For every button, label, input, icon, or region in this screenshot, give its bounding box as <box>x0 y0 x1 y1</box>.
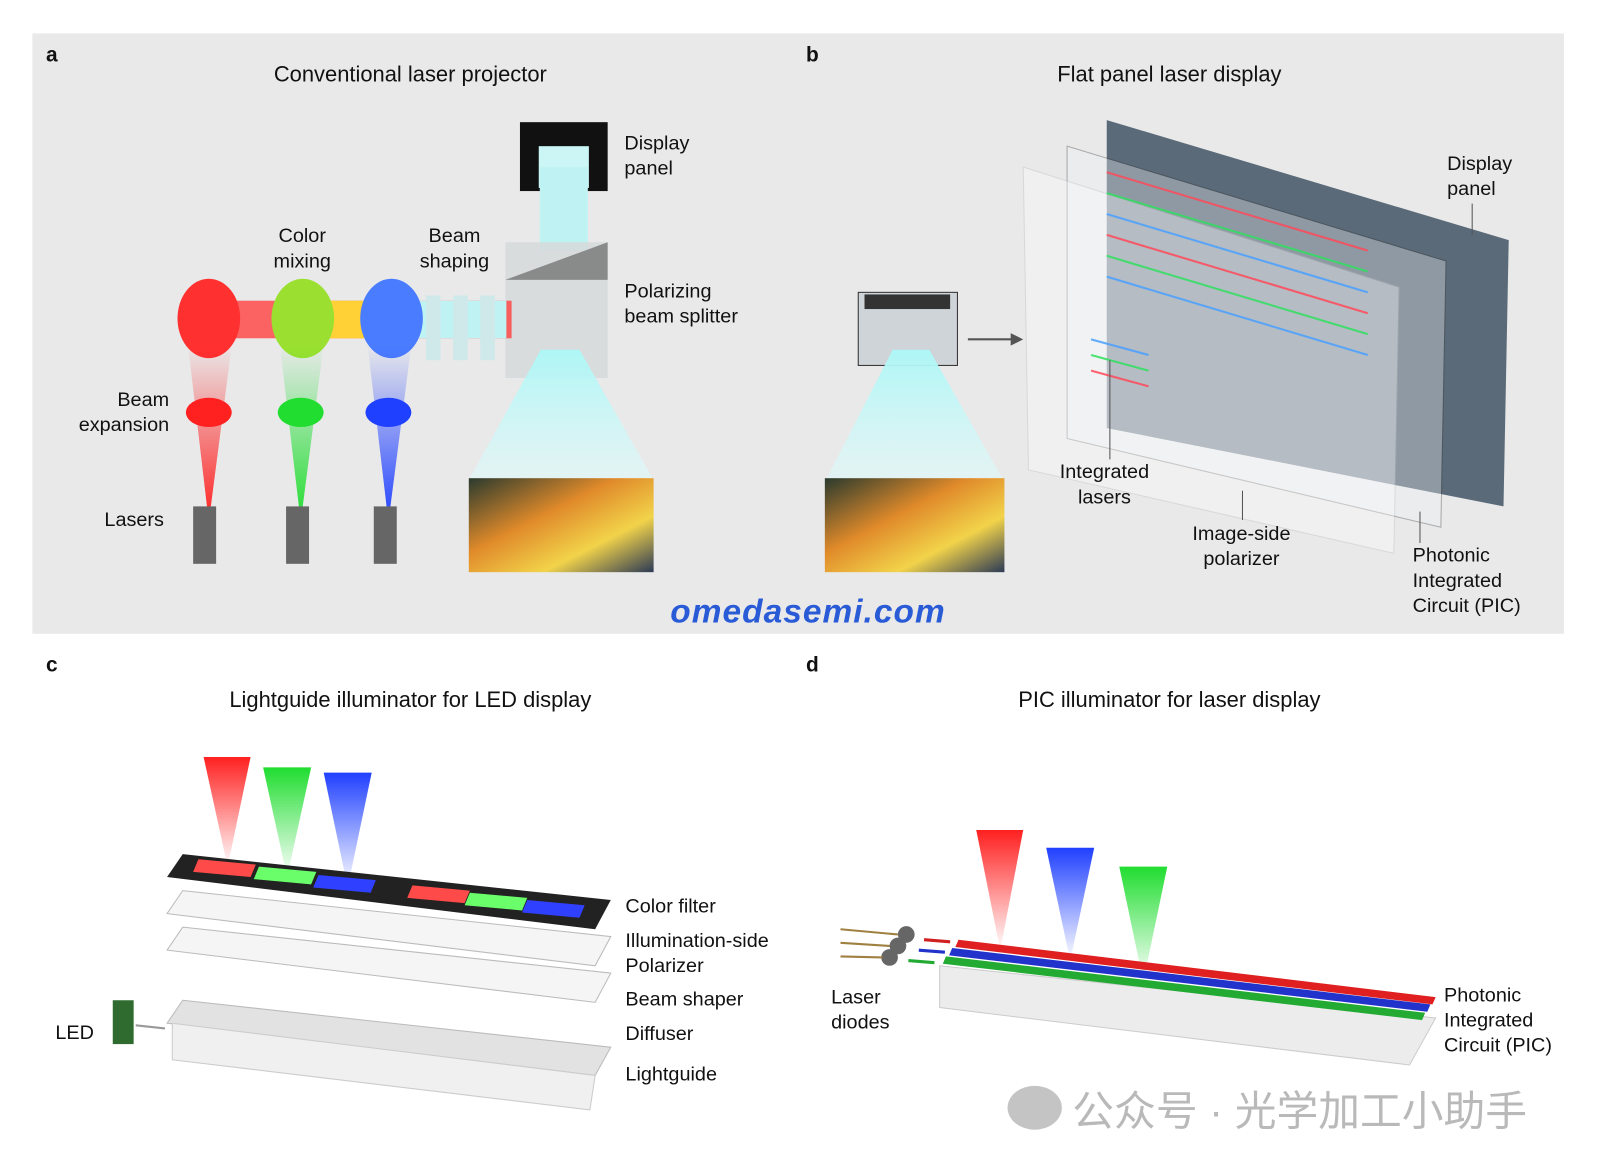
label-led: LED <box>55 1022 94 1045</box>
lightguide-diagram <box>112 756 612 1111</box>
watermark: omedasemi.com <box>670 592 946 630</box>
laser-green <box>286 506 310 564</box>
green-cone-d <box>1119 866 1168 982</box>
pic-illuminator-diagram <box>840 830 1437 1066</box>
wechat-icon <box>1007 1085 1062 1130</box>
blue-cone-d <box>1046 847 1095 961</box>
mirror-green <box>271 278 335 359</box>
label-display-panel-b: Display panel <box>1447 153 1513 201</box>
panel-a-title: Conventional laser projector <box>273 62 547 87</box>
polarizer-layer <box>1022 166 1400 555</box>
label-laser-diodes: Laser diodes <box>831 986 890 1034</box>
red-cone <box>203 756 251 867</box>
label-polarizing-beam-splitter: Polarizing beam splitter <box>624 280 738 328</box>
wechat-credit-text: 公众号 · 光学加工小助手 <box>1072 1088 1528 1135</box>
display-panel <box>1106 120 1509 507</box>
label-beam-expansion: Beam expansion <box>78 389 170 437</box>
blue-cone <box>323 772 372 888</box>
label-pic-b: Photonic Integrated Circuit (PIC) <box>1412 545 1521 618</box>
green-cone <box>263 767 312 878</box>
panel-c-title: Lightguide illuminator for LED display <box>229 688 592 713</box>
projected-image <box>468 478 654 573</box>
panel-d-title: PIC illuminator for laser display <box>1018 688 1321 713</box>
projected-image-b <box>824 478 1005 573</box>
blue-beam <box>367 344 412 523</box>
panel-label-a: a <box>45 43 58 67</box>
label-integrated-lasers: Integrated lasers <box>1059 461 1150 509</box>
beam-shaper-sheet <box>166 926 612 1003</box>
laser-projector-diagram <box>177 122 654 573</box>
laser-red <box>193 506 217 564</box>
polarizer-sheet <box>166 890 612 967</box>
blue-waveguide <box>949 948 1431 1012</box>
green-waveguide <box>942 956 1426 1021</box>
laser-blue <box>373 506 397 564</box>
label-lightguide: Lightguide <box>625 1063 717 1086</box>
label-beam-shaper: Beam shaper <box>625 988 744 1011</box>
pic-layer <box>1066 145 1447 528</box>
panel-b-title: Flat panel laser display <box>1057 62 1282 87</box>
led-chip <box>112 1000 134 1045</box>
label-beam-shaping: Beam shaping <box>419 225 490 273</box>
panel-label-c: c <box>45 653 58 677</box>
label-lasers: Lasers <box>104 509 164 532</box>
label-display-panel-a: Display panel <box>624 132 690 180</box>
projection-cone <box>469 349 653 479</box>
label-color-filter: Color filter <box>625 895 716 918</box>
red-waveguide <box>955 939 1436 1005</box>
flat-panel-diagram <box>824 120 1509 573</box>
panel-label-d: d <box>806 653 819 677</box>
lightguide <box>171 1022 596 1111</box>
label-color-mixing: Color mixing <box>273 225 331 273</box>
green-beam <box>279 344 324 523</box>
laser-diodes-graphic <box>840 926 951 966</box>
red-beam <box>187 344 232 523</box>
red-cone-d <box>976 830 1024 951</box>
mirror-red <box>177 278 241 359</box>
mirror-blue <box>360 278 423 359</box>
label-illumination-polarizer: Illumination-side Polarizer <box>625 930 769 978</box>
wechat-credit: 公众号 · 光学加工小助手 <box>1007 1078 1528 1139</box>
label-pic-d: Photonic Integrated Circuit (PIC) <box>1443 984 1553 1057</box>
label-diffuser: Diffuser <box>625 1023 694 1046</box>
label-image-side-polarizer: Image-side polarizer <box>1192 523 1291 571</box>
panel-label-b: b <box>806 43 819 67</box>
